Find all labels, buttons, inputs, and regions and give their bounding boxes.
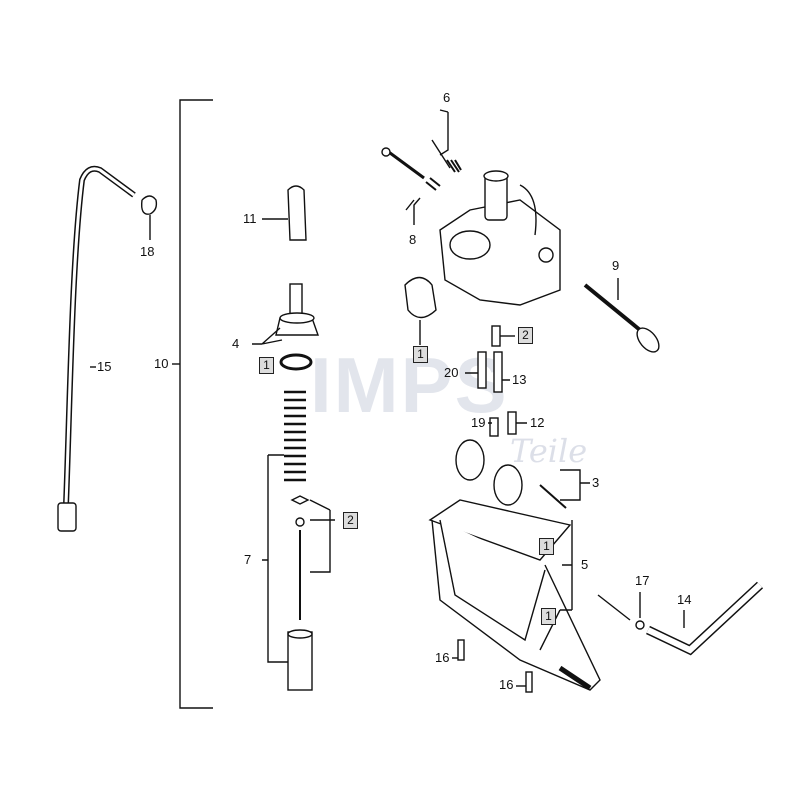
callout-20: 20 [444,365,459,380]
part-9-choke [583,278,660,353]
callout-17: 17 [635,573,650,588]
part-7-slide [262,454,313,691]
callout-11: 11 [243,211,257,226]
boxed-callout-1: 1 [413,346,428,363]
float-bowl [428,499,631,691]
boxed-callout-1: 1 [539,538,554,555]
callout-18: 18 [140,244,155,259]
watermark-text: Teile [510,432,588,470]
callout-5: 5 [581,557,589,572]
o-ring [279,353,313,371]
part-15-fuel-tube [57,165,136,532]
callout-14: 14 [677,592,692,607]
callout-3: 3 [592,475,600,490]
part-8-screw [381,147,441,225]
part-3-float [455,439,590,509]
boxed-callout-2: 2 [343,512,358,529]
callout-15: 15 [97,359,112,374]
boxed-callout-1: 1 [541,608,556,625]
callout-7: 7 [244,552,252,567]
part-11-cap [262,185,307,241]
jets [465,325,527,437]
bracket-10 [172,99,213,709]
watermark-logo: IMPS [310,341,509,429]
part-16-screws [452,639,533,693]
callout-6: 6 [443,90,451,105]
carburetor-body [439,170,561,306]
callout-4: 4 [232,336,240,351]
callout-16: 16 [499,677,514,692]
callout-16: 16 [435,650,450,665]
gasket-ring [404,276,437,319]
part-6-screw [431,109,462,173]
part-4-top-nut [252,283,319,345]
part-18-clip [140,195,158,240]
part-14-hose [635,581,764,656]
callout-12: 12 [530,415,545,430]
boxed-callout-1: 1 [259,357,274,374]
part-7-needle [290,495,335,620]
boxed-callout-2: 2 [518,327,533,344]
part-7-spring [284,390,306,482]
callout-19: 19 [471,415,486,430]
callout-9: 9 [612,258,620,273]
callout-10: 10 [154,356,169,371]
callout-13: 13 [512,372,527,387]
callout-8: 8 [409,232,417,247]
